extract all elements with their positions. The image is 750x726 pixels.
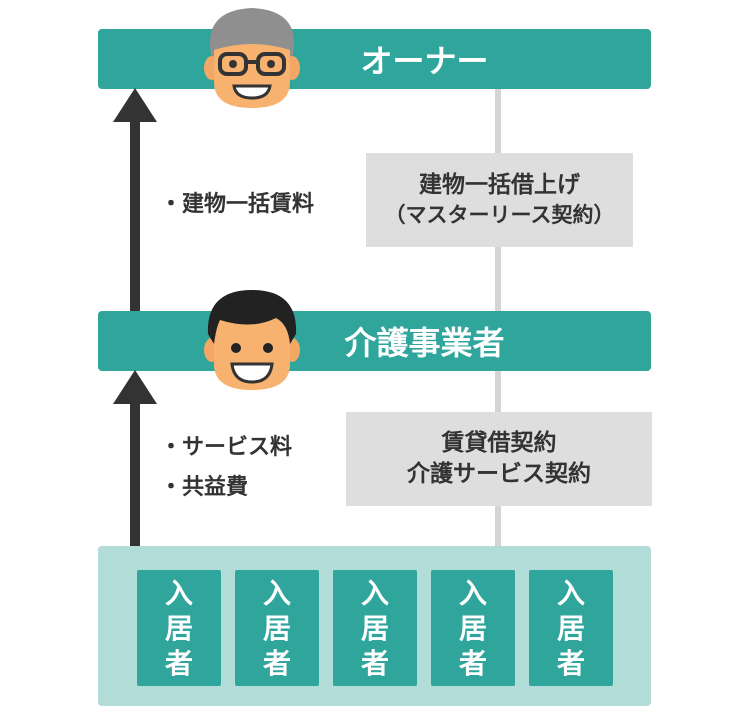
resident-char: 入 xyxy=(262,576,291,610)
resident-card: 入 居 者 xyxy=(529,570,613,686)
owner-contract-line1: 建物一括借上げ xyxy=(419,172,580,199)
resident-char: 入 xyxy=(360,576,389,610)
resident-char: 者 xyxy=(360,646,389,680)
arrow-up-lower-icon xyxy=(113,370,157,546)
owner-bar: オーナー xyxy=(98,29,651,89)
owner-contract-line2: （マスターリース契約） xyxy=(384,203,615,228)
operator-contract-line1: 賃貸借契約 xyxy=(441,429,557,456)
resident-char: 居 xyxy=(556,611,585,645)
operator-label: 介護事業者 xyxy=(344,324,505,362)
payments-to-owner: ・建物一括賃料 xyxy=(160,186,314,218)
resident-char: 者 xyxy=(262,646,291,680)
resident-char: 居 xyxy=(458,611,487,645)
payments-to-operator: ・サービス料 ・共益費 xyxy=(160,428,292,508)
resident-char: 居 xyxy=(262,611,291,645)
resident-char: 居 xyxy=(164,611,193,645)
owner-label: オーナー xyxy=(360,42,489,80)
resident-char: 者 xyxy=(164,646,193,680)
owner-contract-box: 建物一括借上げ （マスターリース契約） xyxy=(366,153,633,247)
resident-card: 入 居 者 xyxy=(137,570,221,686)
resident-card: 入 居 者 xyxy=(235,570,319,686)
resident-char: 入 xyxy=(556,576,585,610)
operator-contract-box: 賃貸借契約 介護サービス契約 xyxy=(346,412,652,506)
operator-bar: 介護事業者 xyxy=(98,311,651,371)
arrow-up-upper-icon xyxy=(113,88,157,314)
operator-avatar-icon xyxy=(204,290,300,390)
resident-char: 入 xyxy=(458,576,487,610)
resident-card: 入 居 者 xyxy=(431,570,515,686)
resident-char: 入 xyxy=(164,576,193,610)
resident-char: 者 xyxy=(458,646,487,680)
payment-item: ・共益費 xyxy=(160,475,249,500)
operator-contract-line2: 介護サービス契約 xyxy=(407,461,591,487)
owner-avatar-icon xyxy=(204,8,300,108)
resident-char: 者 xyxy=(556,646,585,680)
resident-char: 居 xyxy=(360,611,389,645)
resident-card: 入 居 者 xyxy=(333,570,417,686)
payment-item: ・建物一括賃料 xyxy=(160,192,315,217)
payment-item: ・サービス料 xyxy=(160,435,293,460)
